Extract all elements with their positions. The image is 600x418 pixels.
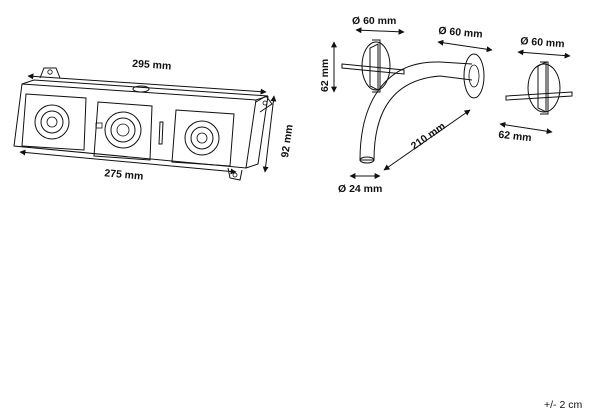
dimension-handle-width: 62 mm xyxy=(498,121,553,144)
mixer-body-drawing xyxy=(13,67,273,181)
label-handle-height: 62 mm xyxy=(319,59,331,92)
dimension-mixer-bottom-width: 275 mm xyxy=(19,149,237,183)
label-right-handle-diameter: Ø 60 mm xyxy=(520,35,565,50)
label-295mm: 295 mm xyxy=(132,58,172,73)
label-92mm: 92 mm xyxy=(279,124,296,159)
right-handle-drawing xyxy=(505,61,573,115)
label-spout-length: 210 mm xyxy=(409,120,448,152)
label-275mm: 275 mm xyxy=(104,167,144,182)
dimension-mixer-height: 92 mm xyxy=(262,95,296,173)
label-left-handle-diameter: Ø 60 mm xyxy=(352,15,396,27)
tolerance-note: +/- 2 cm xyxy=(544,399,582,411)
spout-drawing xyxy=(359,53,485,164)
dimension-spout-flange-diameter: Ø 60 mm xyxy=(437,25,493,53)
label-spout-diameter: Ø 24 mm xyxy=(338,183,382,195)
label-handle-width: 62 mm xyxy=(498,129,532,144)
dimension-right-handle-diameter: Ø 60 mm xyxy=(517,35,571,59)
label-spout-flange-diameter: Ø 60 mm xyxy=(438,25,483,41)
left-handle-drawing xyxy=(341,39,405,93)
dimension-spout-diameter: Ø 24 mm xyxy=(338,173,382,195)
dimension-mixer-top-width: 295 mm xyxy=(27,58,267,95)
dimension-spout-length: 210 mm xyxy=(383,109,471,171)
dimension-left-handle-diameter: Ø 60 mm xyxy=(352,15,405,35)
dimension-handle-height: 62 mm xyxy=(319,41,337,93)
